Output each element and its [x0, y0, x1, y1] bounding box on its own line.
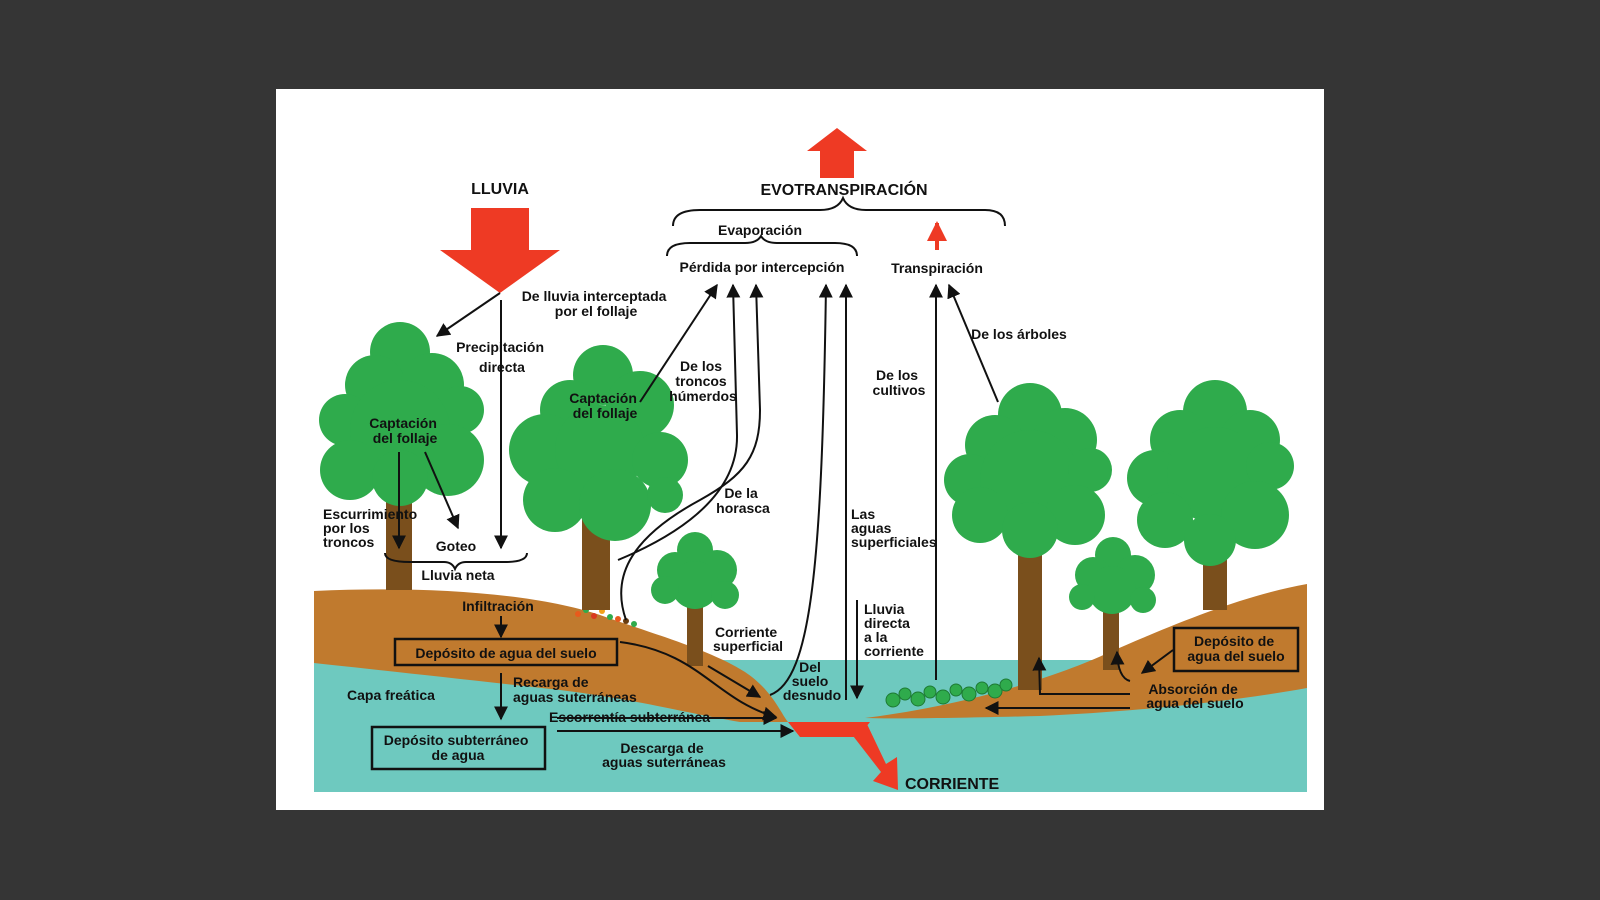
label-horasca: De la horasca	[716, 485, 770, 516]
label-deposito-suelo-derecha: Depósito de agua del suelo	[1187, 633, 1284, 664]
label-aguas-superficiales: Las aguas superficiales	[851, 506, 937, 550]
box-deposito-suelo-derecha	[1172, 626, 1300, 673]
tree-right-2	[1127, 380, 1294, 610]
label-infiltracion: Infiltración	[462, 598, 534, 614]
flow-arrows	[392, 283, 1174, 738]
box-deposito-suelo	[393, 637, 619, 667]
label-escorrentia-subterranea: Escorrentía subterránea	[549, 709, 710, 725]
label-deposito-subterraneo: Depósito subterráneo de agua	[384, 732, 533, 763]
label-goteo: Goteo	[436, 538, 476, 554]
tree-center-left	[509, 345, 688, 610]
label-recarga: Recarga de aguas suterráneas	[513, 674, 637, 705]
label-absorcion: Absorción de agua del suelo	[1146, 681, 1243, 711]
evapotranspiration-arrow	[807, 128, 867, 178]
tree-right-1	[944, 383, 1112, 690]
brace-lluvia-neta	[384, 552, 528, 572]
crops	[885, 678, 1013, 708]
stream-channel	[788, 722, 870, 737]
label-lluvia-interceptada: De lluvia interceptada por el follaje	[522, 288, 671, 319]
brace-evotranspiracion	[672, 195, 1006, 227]
label-precipitacion-directa: Precipitación directa	[456, 339, 548, 375]
label-evotranspiracion: EVOTRANSPIRACIÓN	[760, 180, 927, 199]
label-lluvia-directa: Lluvia directa a la corriente	[864, 601, 924, 659]
brace-evaporacion	[666, 233, 858, 257]
label-lluvia-neta: Lluvia neta	[421, 567, 494, 583]
rain-arrow	[440, 208, 560, 293]
soil-right-bank	[865, 584, 1307, 719]
label-troncos-humedos: De los troncos húmerdos	[669, 358, 737, 404]
label-capa-freatica: Capa freática	[347, 687, 435, 703]
label-captacion-follaje-center: Captación del follaje	[569, 390, 641, 421]
label-captacion-follaje-left: Captación del follaje	[369, 415, 441, 446]
label-de-los-arboles: De los árboles	[971, 326, 1067, 342]
label-suelo-desnudo: Del suelo desnudo	[783, 659, 841, 703]
box-deposito-subterraneo	[370, 725, 547, 771]
label-descarga: Descarga de aguas suterráneas	[602, 740, 726, 770]
soil-left-bank	[314, 589, 788, 722]
tree-right-small	[1069, 537, 1156, 670]
label-evaporacion: Evaporación	[718, 222, 802, 238]
label-lluvia: LLUVIA	[471, 181, 529, 198]
label-perdida-intercepcion: Pérdida por intercepción	[680, 259, 845, 275]
tree-small-center	[651, 532, 739, 666]
label-corriente: CORRIENTE	[905, 776, 1000, 793]
corriente-flow-arrow	[850, 722, 898, 790]
label-deposito-suelo: Depósito de agua del suelo	[415, 645, 596, 661]
label-corriente-superficial: Corriente superficial	[713, 624, 783, 654]
label-transpiracion: Transpiración	[891, 260, 983, 276]
label-de-los-cultivos: De los cultivos	[873, 367, 926, 398]
label-escurrimiento: Escurrimiento por los troncos	[323, 506, 421, 550]
